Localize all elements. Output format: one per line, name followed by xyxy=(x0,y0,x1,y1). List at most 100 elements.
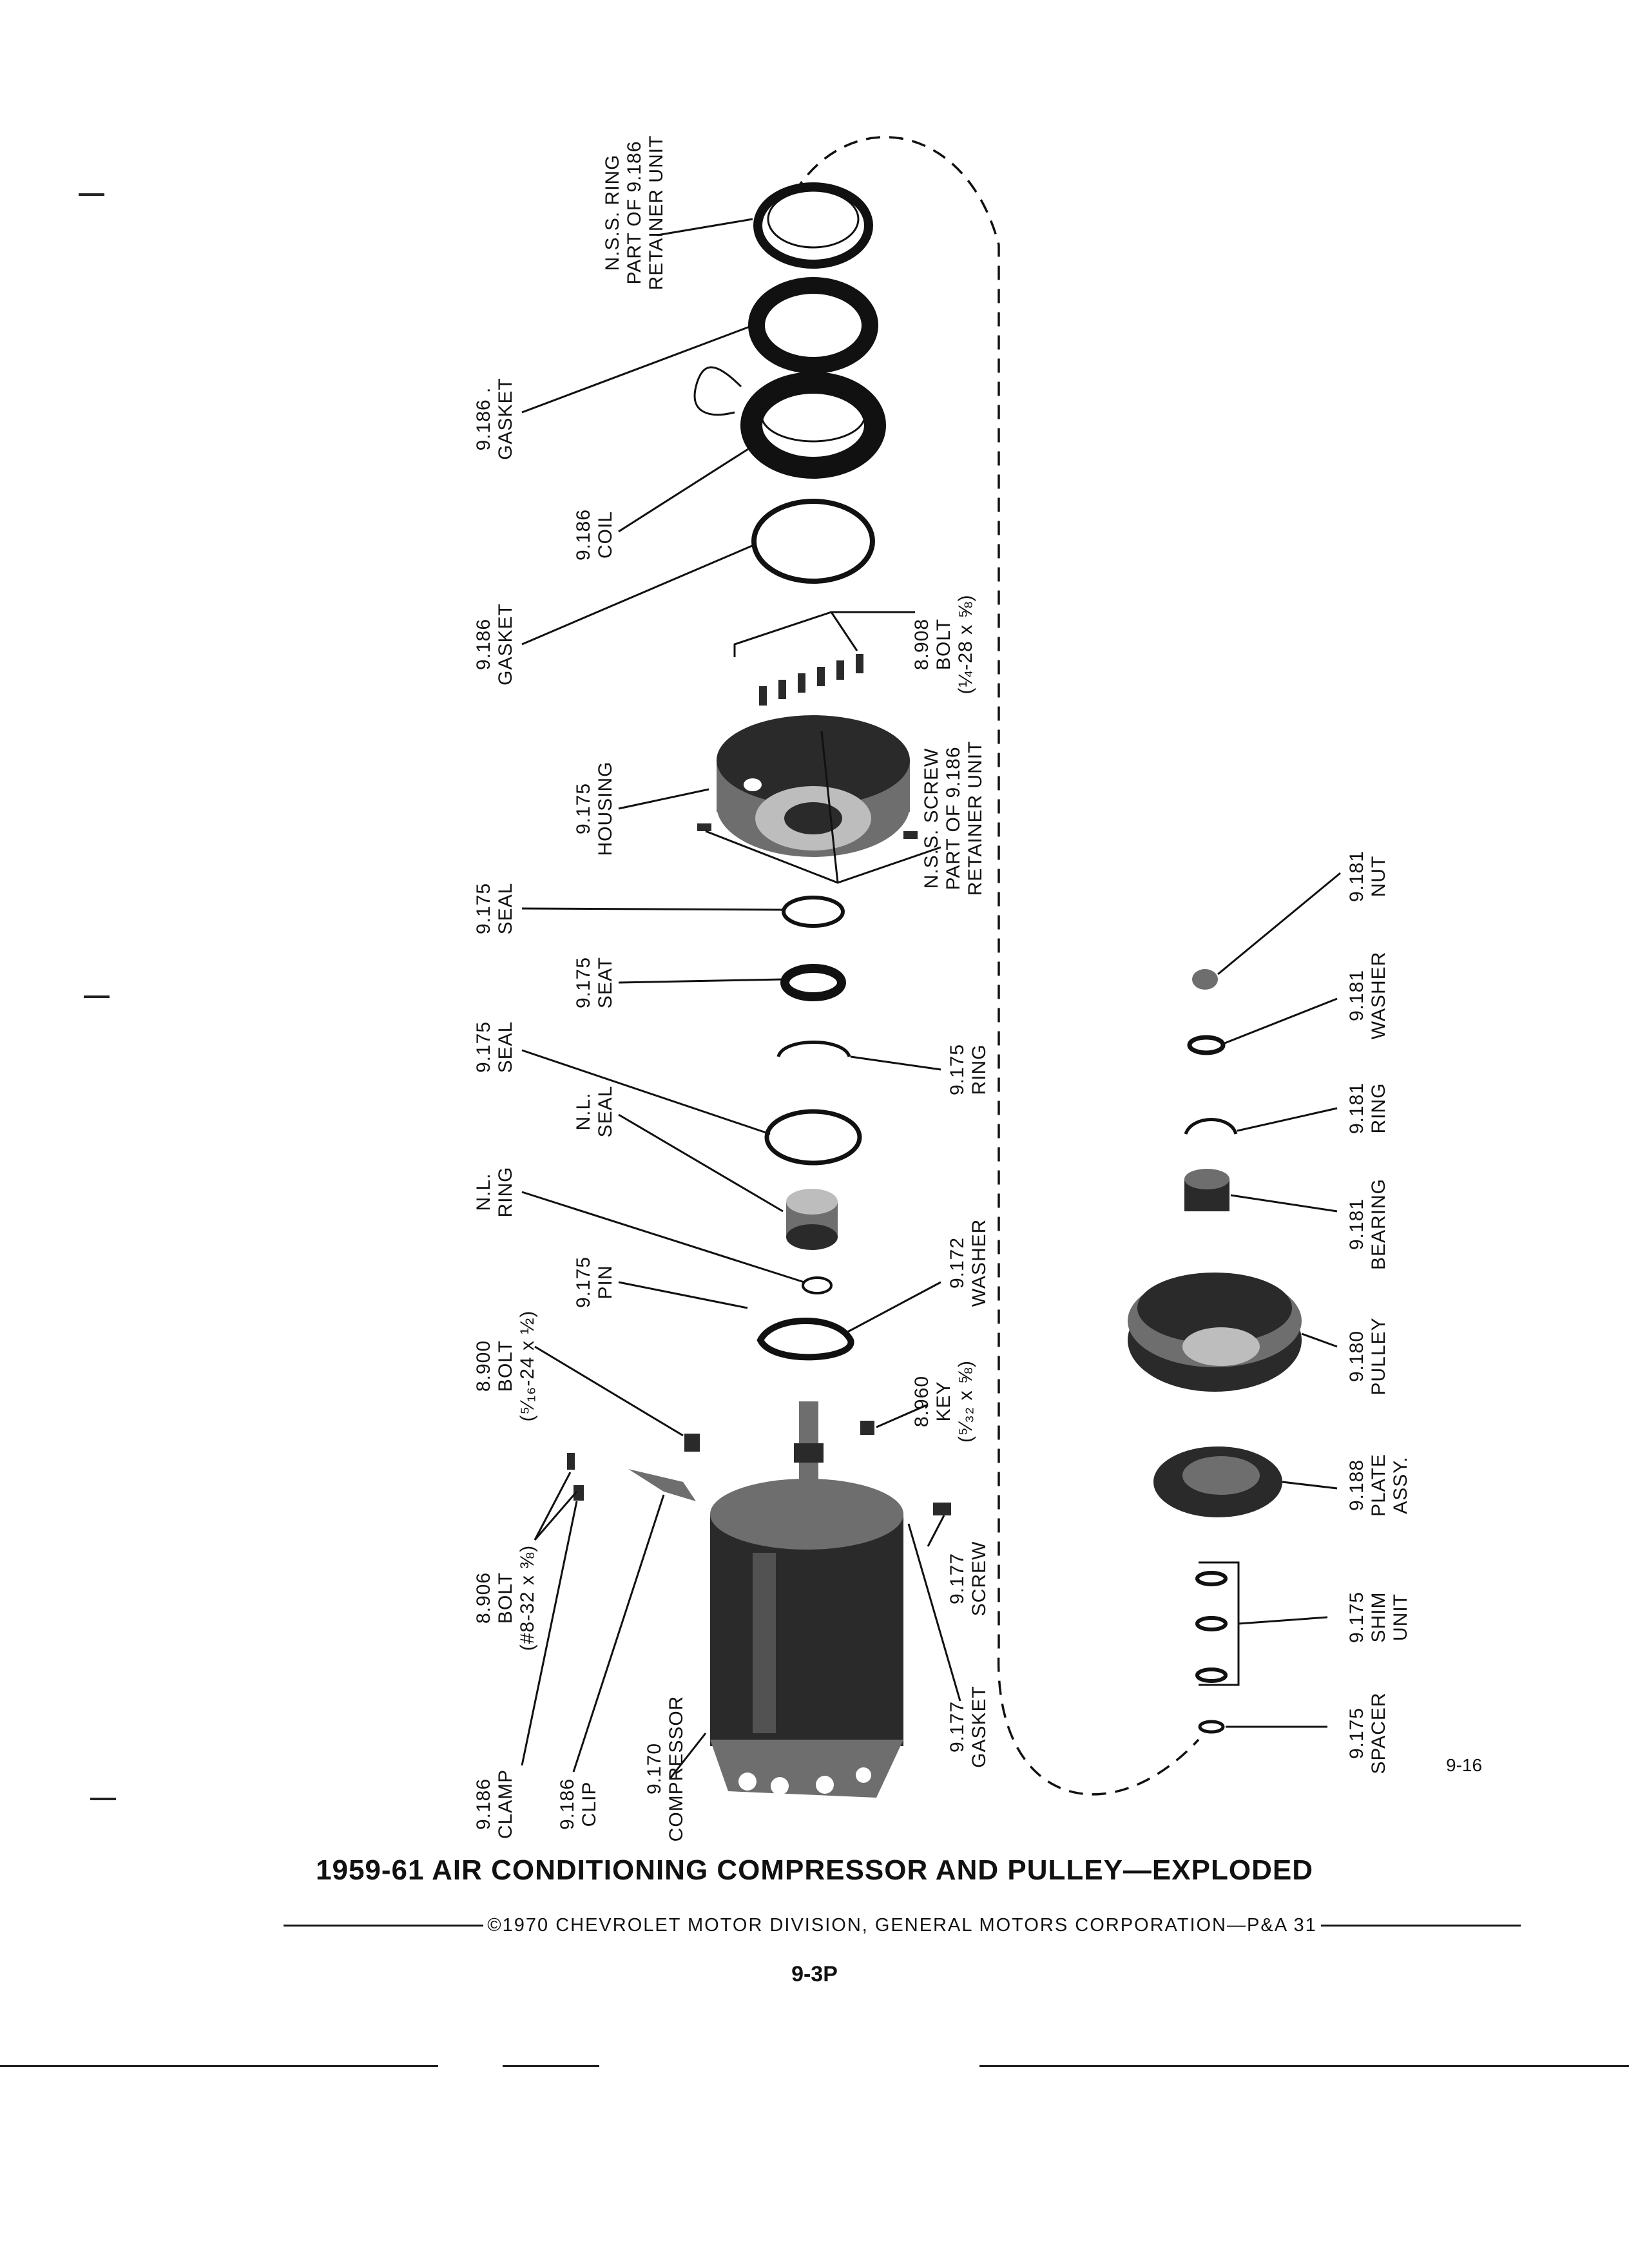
svg-text:NUT: NUT xyxy=(1368,856,1389,898)
nss-ring-part xyxy=(753,182,873,269)
svg-text:COMPRESSOR: COMPRESSOR xyxy=(666,1696,687,1842)
svg-text:N.L.: N.L. xyxy=(573,1092,594,1130)
callout-gasket-top: 9.186 . GASKET xyxy=(473,378,516,460)
callout-bolt-8908: 8.908 BOLT (¼-28 x ⅝) xyxy=(911,594,976,694)
spacer-part xyxy=(1198,1720,1225,1734)
callout-gasket-2: 9.186 GASKET xyxy=(473,603,516,686)
shim-parts xyxy=(1195,1571,1228,1683)
svg-text:COIL: COIL xyxy=(595,511,616,559)
svg-text:UNIT: UNIT xyxy=(1390,1593,1411,1641)
seat-part xyxy=(780,964,846,1001)
bottom-rule-left xyxy=(0,2065,438,2067)
svg-text:9.186: 9.186 xyxy=(473,619,494,670)
svg-text:8.906: 8.906 xyxy=(473,1572,494,1624)
svg-text:RETAINER UNIT: RETAINER UNIT xyxy=(646,135,667,291)
margin-mark-2 xyxy=(84,995,110,998)
svg-text:SHIM: SHIM xyxy=(1368,1592,1389,1643)
margin-mark-1 xyxy=(79,193,104,196)
svg-text:9.175: 9.175 xyxy=(473,883,494,934)
svg-text:9.175: 9.175 xyxy=(473,1021,494,1073)
svg-text:GASKET: GASKET xyxy=(969,1686,990,1768)
pulley-part xyxy=(1128,1273,1302,1392)
svg-text:RING: RING xyxy=(1368,1083,1389,1134)
svg-text:9.188: 9.188 xyxy=(1346,1459,1367,1511)
credit-rule-left xyxy=(284,1924,484,1927)
svg-text:GASKET: GASKET xyxy=(495,378,516,460)
callout-washer-9181: 9.181 WASHER xyxy=(1346,952,1389,1040)
plate-part xyxy=(1153,1446,1282,1517)
nl-ring-part xyxy=(802,1276,833,1294)
seal-part-upper xyxy=(782,896,845,928)
callout-gasket-9177: 9.177 GASKET xyxy=(947,1686,990,1768)
washer-9181-part xyxy=(1187,1035,1226,1055)
callout-coil: 9.186 COIL xyxy=(573,509,616,561)
svg-text:9.172: 9.172 xyxy=(947,1237,968,1289)
svg-text:9.180: 9.180 xyxy=(1346,1331,1367,1382)
svg-text:RING: RING xyxy=(969,1044,990,1095)
svg-text:BOLT: BOLT xyxy=(933,619,954,670)
svg-text:WASHER: WASHER xyxy=(969,1219,990,1307)
callout-seal-upper: 9.175 SEAL xyxy=(473,883,516,935)
washer-part xyxy=(757,1318,854,1361)
gasket-part-top xyxy=(748,277,878,374)
svg-text:9.175: 9.175 xyxy=(573,957,594,1008)
figure-title: 1959-61 AIR CONDITIONING COMPRESSOR AND … xyxy=(316,1854,1313,1886)
svg-text:BOLT: BOLT xyxy=(495,1340,516,1392)
callout-key: 8.960 KEY (⁵⁄₃₂ x ⅝) xyxy=(911,1360,976,1443)
clip-part xyxy=(628,1469,696,1501)
screw-parts xyxy=(697,823,918,839)
svg-text:9.175: 9.175 xyxy=(947,1044,968,1095)
callout-nut: 9.181 NUT xyxy=(1346,850,1389,902)
svg-text:9.175: 9.175 xyxy=(573,1256,594,1308)
svg-text:PULLEY: PULLEY xyxy=(1368,1317,1389,1395)
svg-text:PLATE: PLATE xyxy=(1368,1454,1389,1517)
callout-bearing: 9.181 BEARING xyxy=(1346,1178,1389,1270)
callout-ring-9181: 9.181 RING xyxy=(1346,1082,1389,1134)
svg-text:9.175: 9.175 xyxy=(573,783,594,834)
svg-text:SEAT: SEAT xyxy=(595,957,616,1008)
svg-text:9.186: 9.186 xyxy=(573,509,594,561)
svg-text:N.S.S. RING: N.S.S. RING xyxy=(602,154,623,271)
seal-part-lower xyxy=(764,1109,862,1166)
svg-text:9.186: 9.186 xyxy=(557,1778,578,1830)
svg-text:(⁵⁄₁₆-24 x ½): (⁵⁄₁₆-24 x ½) xyxy=(517,1311,538,1422)
callout-nl-seal: N.L. SEAL xyxy=(573,1086,616,1138)
key-part xyxy=(860,1421,874,1435)
compressor-part xyxy=(710,1401,903,1798)
callout-seal-lower: 9.175 SEAL xyxy=(473,1021,516,1073)
callout-pulley: 9.180 PULLEY xyxy=(1346,1317,1389,1395)
svg-text:9.181: 9.181 xyxy=(1346,1082,1367,1134)
callout-nss-ring: N.S.S. RING PART OF 9.186 RETAINER UNIT xyxy=(602,135,667,291)
svg-text:9.177: 9.177 xyxy=(947,1701,968,1753)
svg-text:9.181: 9.181 xyxy=(1346,850,1367,902)
margin-mark-3 xyxy=(90,1798,116,1800)
svg-text:WASHER: WASHER xyxy=(1368,952,1389,1040)
svg-text:SCREW: SCREW xyxy=(969,1541,990,1617)
figure-number: 9-16 xyxy=(1446,1755,1483,1775)
svg-text:9.186 .: 9.186 . xyxy=(473,387,494,451)
callout-clip: 9.186 CLIP xyxy=(557,1778,600,1830)
callout-washer-9172: 9.172 WASHER xyxy=(947,1219,990,1307)
svg-text:BOLT: BOLT xyxy=(495,1572,516,1624)
svg-text:N.S.S. SCREW: N.S.S. SCREW xyxy=(921,748,942,889)
svg-text:KEY: KEY xyxy=(933,1381,954,1421)
callout-plate: 9.188 PLATE ASSY. xyxy=(1346,1454,1411,1517)
svg-text:PART OF 9.186: PART OF 9.186 xyxy=(943,746,964,890)
nl-seal-part xyxy=(786,1189,838,1250)
svg-text:8.900: 8.900 xyxy=(473,1340,494,1392)
callout-nss-screw: N.S.S. SCREW PART OF 9.186 RETAINER UNIT xyxy=(921,741,986,896)
svg-text:ASSY.: ASSY. xyxy=(1390,1456,1411,1514)
bolt-8906-part xyxy=(567,1453,584,1501)
svg-text:SPACER: SPACER xyxy=(1368,1692,1389,1774)
svg-text:GASKET: GASKET xyxy=(495,603,516,686)
bottom-rule-mid xyxy=(503,2065,599,2067)
nut-part xyxy=(1192,969,1218,990)
svg-text:9.175: 9.175 xyxy=(1346,1591,1367,1643)
bolt-8900-part xyxy=(684,1434,700,1452)
assembly-path-line xyxy=(793,136,1200,1796)
leader-lines xyxy=(521,218,1341,1779)
svg-text:(⁵⁄₃₂ x ⅝): (⁵⁄₃₂ x ⅝) xyxy=(955,1360,976,1443)
svg-text:9.170: 9.170 xyxy=(644,1743,665,1794)
callout-clamp: 9.186 CLAMP xyxy=(473,1769,516,1839)
